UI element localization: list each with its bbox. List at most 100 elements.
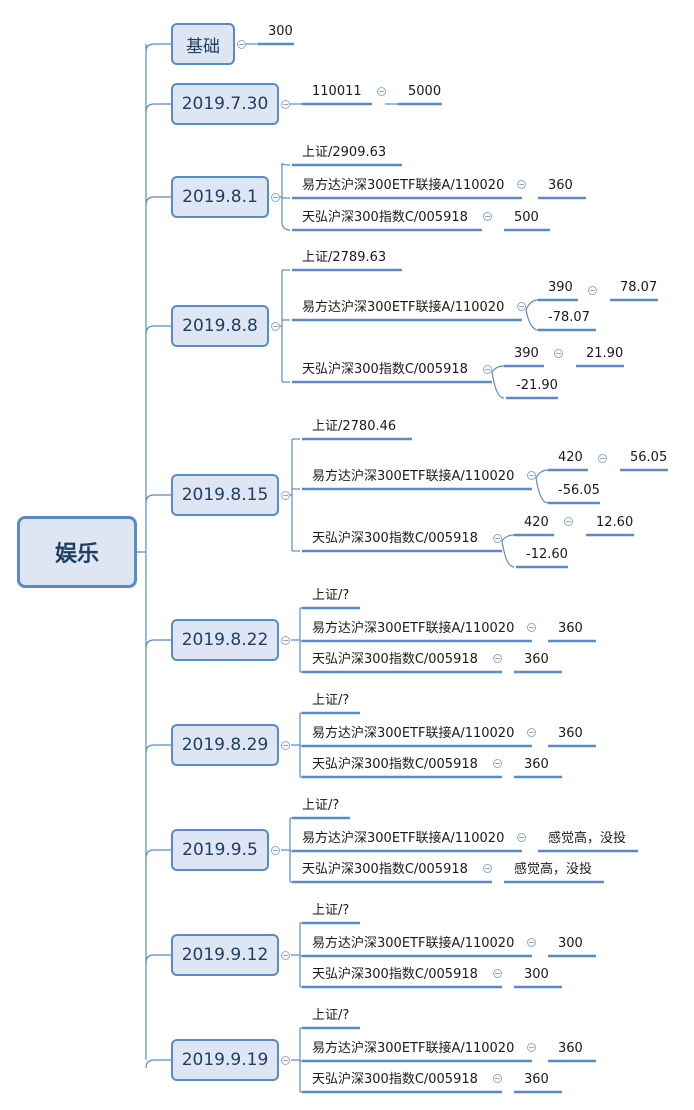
d0919-fund2-label: 天弘沪深300指数C/005918 xyxy=(312,1072,478,1087)
d0829-fund1-value: 360 xyxy=(558,726,583,741)
d0801-toggle-icon[interactable] xyxy=(270,192,280,202)
d0912-toggle-icon[interactable] xyxy=(280,950,290,960)
d0815-f2a-toggle-icon[interactable] xyxy=(563,516,573,526)
d0905-fund2-label: 天弘沪深300指数C/005918 xyxy=(302,862,468,877)
d0815-fund2-units: 420 xyxy=(524,515,549,530)
d0730-link xyxy=(145,103,171,113)
d0919-link xyxy=(145,1059,171,1069)
branch-d0815[interactable]: 2019.8.15 xyxy=(171,474,279,516)
d0815-fund2-gain: 12.60 xyxy=(596,515,634,530)
d0808-fund2-change: -21.90 xyxy=(516,378,558,393)
d0912-fund2-toggle-icon[interactable] xyxy=(492,968,502,978)
d0912-index-label: 上证/? xyxy=(312,903,350,918)
branch-d0808[interactable]: 2019.8.8 xyxy=(171,305,269,347)
d0829-fund2-value: 360 xyxy=(524,757,549,772)
d0919-fund2-value: 360 xyxy=(524,1072,549,1087)
d0822-fund1-label: 易方达沪深300ETF联接A/110020 xyxy=(312,621,515,636)
d0801-index-label: 上证/2909.63 xyxy=(302,145,387,160)
d0912-fund2-label: 天弘沪深300指数C/005918 xyxy=(312,967,478,982)
d0822-fund2-label: 天弘沪深300指数C/005918 xyxy=(312,652,478,667)
d0808-f1a-toggle-icon[interactable] xyxy=(587,285,597,295)
d0905-index-label: 上证/? xyxy=(302,798,340,813)
d0730-amount: 5000 xyxy=(408,84,442,99)
d0730-toggle-icon[interactable] xyxy=(280,99,290,109)
d0808-f1c-link xyxy=(525,309,539,331)
d0919-toggle-icon[interactable] xyxy=(280,1055,290,1065)
branch-d0919[interactable]: 2019.9.19 xyxy=(171,1039,279,1081)
d0801-sh xyxy=(281,162,291,166)
branch-d0829[interactable]: 2019.8.29 xyxy=(171,724,279,766)
d0822-fund2-toggle-icon[interactable] xyxy=(492,653,502,663)
d0905-fund2-value: 感觉高，没投 xyxy=(514,862,593,877)
d0808-f2c-link xyxy=(491,371,505,399)
d0905-fund1-label: 易方达沪深300ETF联接A/110020 xyxy=(302,831,505,846)
d0801-fund2-label: 天弘沪深300指数C/005918 xyxy=(302,210,468,225)
d0808-toggle-icon[interactable] xyxy=(270,321,280,331)
d0815-fund1-change: -56.05 xyxy=(558,483,600,498)
d0808-fund1-label: 易方达沪深300ETF联接A/110020 xyxy=(302,300,505,315)
basis-value: 300 xyxy=(268,24,293,39)
d0919-fund2-toggle-icon[interactable] xyxy=(492,1073,502,1083)
d0808-fund1-units: 390 xyxy=(548,280,573,295)
d0808-fund1-toggle-icon[interactable] xyxy=(516,301,526,311)
d0808-f1a-link xyxy=(525,299,539,311)
d0808-fund2-label: 天弘沪深300指数C/005918 xyxy=(302,362,468,377)
d0829-fund2-toggle-icon[interactable] xyxy=(492,758,502,768)
d0815-f1a-toggle-icon[interactable] xyxy=(597,453,607,463)
d0829-index-label: 上证/? xyxy=(312,693,350,708)
d0815-f1c-link xyxy=(535,477,549,504)
d0829-fund1-toggle-icon[interactable] xyxy=(526,727,536,737)
d0815-fund2-change: -12.60 xyxy=(526,547,568,562)
d0829-link xyxy=(145,744,171,754)
d0801-fund1-value: 360 xyxy=(548,178,573,193)
branch-d0801[interactable]: 2019.8.1 xyxy=(171,176,269,218)
d0829-toggle-icon[interactable] xyxy=(280,740,290,750)
d0808-fund2-toggle-icon[interactable] xyxy=(482,364,492,374)
d0815-f2a-link xyxy=(501,534,515,542)
d0730-code: 110011 xyxy=(312,84,362,99)
d0801-fund1-toggle-icon[interactable] xyxy=(516,179,526,189)
d0815-fund1-toggle-icon[interactable] xyxy=(526,470,536,480)
branch-d0822[interactable]: 2019.8.22 xyxy=(171,619,279,661)
basis-toggle-icon[interactable] xyxy=(236,39,246,49)
d0905-fund1-value: 感觉高，没投 xyxy=(548,831,627,846)
d0815-fund2-label: 天弘沪深300指数C/005918 xyxy=(312,531,478,546)
branch-d0912[interactable]: 2019.9.12 xyxy=(171,934,279,976)
d0730-code-toggle-icon[interactable] xyxy=(376,86,386,96)
d0815-fund1-gain: 56.05 xyxy=(630,450,668,465)
d0905-fund2-toggle-icon[interactable] xyxy=(482,863,492,873)
root-topic[interactable]: 娱乐 xyxy=(17,516,137,588)
d0801-link xyxy=(145,196,171,206)
d0808-f2a-toggle-icon[interactable] xyxy=(553,348,563,358)
d0919-fund1-toggle-icon[interactable] xyxy=(526,1042,536,1052)
d0808-fund1-gain: 78.07 xyxy=(620,280,658,295)
d0822-fund2-value: 360 xyxy=(524,652,549,667)
d0919-fund1-value: 360 xyxy=(558,1041,583,1056)
d0829-fund2-label: 天弘沪深300指数C/005918 xyxy=(312,757,478,772)
d0822-fund1-value: 360 xyxy=(558,621,583,636)
branch-basis[interactable]: 基础 xyxy=(171,23,235,65)
basis-link xyxy=(145,43,171,53)
d0822-toggle-icon[interactable] xyxy=(280,635,290,645)
d0801-f2 xyxy=(281,221,291,231)
d0815-fund2-toggle-icon[interactable] xyxy=(492,533,502,543)
d0808-fund2-gain: 21.90 xyxy=(586,346,624,361)
d0905-toggle-icon[interactable] xyxy=(270,845,280,855)
d0808-fund1-change: -78.07 xyxy=(548,310,590,325)
branch-d0730[interactable]: 2019.7.30 xyxy=(171,83,279,125)
d0912-fund1-toggle-icon[interactable] xyxy=(526,937,536,947)
d0815-fund1-label: 易方达沪深300ETF联接A/110020 xyxy=(312,469,515,484)
d0912-fund1-value: 300 xyxy=(558,936,583,951)
branch-d0905[interactable]: 2019.9.5 xyxy=(171,829,269,871)
d0815-toggle-icon[interactable] xyxy=(280,490,290,500)
d0808-f2a-link xyxy=(491,365,505,373)
d0905-link xyxy=(145,849,171,859)
d0822-fund1-toggle-icon[interactable] xyxy=(526,622,536,632)
d0815-f2c-link xyxy=(501,540,515,568)
d0822-index-label: 上证/? xyxy=(312,588,350,603)
d0801-fund1-label: 易方达沪深300ETF联接A/110020 xyxy=(302,178,505,193)
d0801-fund2-toggle-icon[interactable] xyxy=(482,211,492,221)
d0905-fund1-toggle-icon[interactable] xyxy=(516,832,526,842)
d0919-fund1-label: 易方达沪深300ETF联接A/110020 xyxy=(312,1041,515,1056)
